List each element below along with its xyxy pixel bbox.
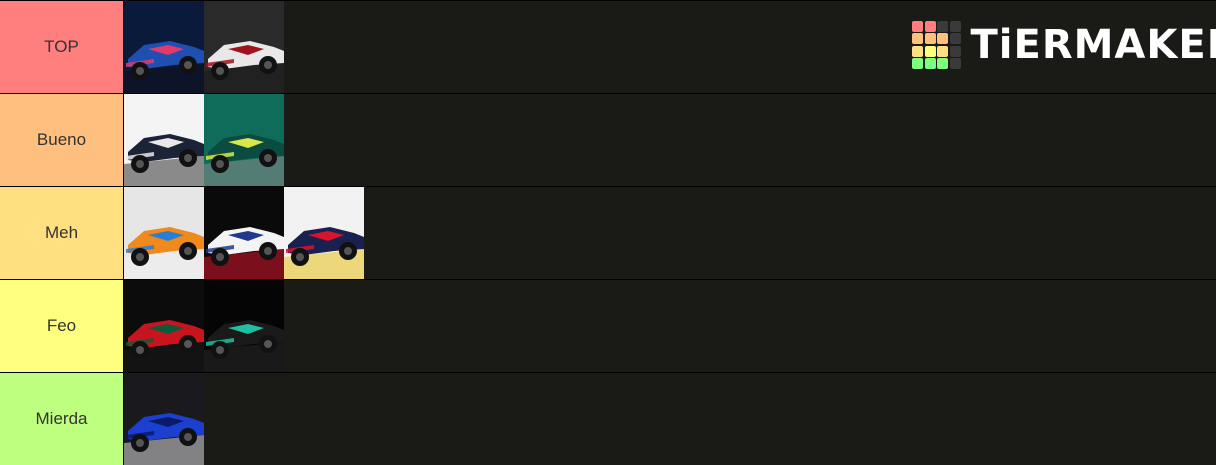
logo-grid-cell: [937, 33, 948, 45]
tier-label[interactable]: Mierda: [0, 373, 124, 465]
tier-label[interactable]: Bueno: [0, 94, 124, 186]
car-aston-martin-image[interactable]: [204, 94, 284, 186]
tier-label[interactable]: Meh: [0, 187, 124, 279]
tier-items: [124, 94, 1216, 186]
car-alpine-image[interactable]: [124, 1, 204, 93]
f1-car-icon: [204, 280, 284, 372]
car-mclaren-image[interactable]: [124, 187, 204, 279]
f1-car-icon: [204, 187, 284, 279]
car-alfa-romeo-image[interactable]: [204, 1, 284, 93]
tiermaker-logo: TiERMAKER: [912, 20, 1216, 70]
logo-grid-cell: [912, 45, 923, 57]
f1-car-icon: [204, 1, 284, 93]
logo-grid-cell: [937, 20, 948, 32]
logo-grid-cell: [912, 20, 923, 32]
car-alphatauri-image[interactable]: [124, 94, 204, 186]
logo-grid-cell: [949, 20, 961, 32]
logo-grid-cell: [924, 33, 936, 45]
car-mercedes-image[interactable]: [204, 280, 284, 372]
car-williams-image[interactable]: [124, 373, 204, 465]
f1-car-icon: [124, 94, 204, 186]
logo-grid-cell: [949, 45, 961, 57]
tier-label[interactable]: Feo: [0, 280, 124, 372]
tier-row: Meh: [0, 187, 1216, 279]
tier-row: Bueno: [0, 94, 1216, 186]
logo-grid-cell: [937, 45, 948, 57]
car-ferrari-image[interactable]: [124, 280, 204, 372]
car-haas-image[interactable]: [204, 187, 284, 279]
logo-wordmark: TiERMAKER: [970, 22, 1216, 68]
f1-car-icon: [204, 94, 284, 186]
tier-items: [124, 187, 1216, 279]
tier-row: Feo: [0, 280, 1216, 372]
f1-car-icon: [124, 187, 204, 279]
f1-car-icon: [124, 1, 204, 93]
tier-row: Mierda: [0, 373, 1216, 465]
tier-row: TOP: [0, 1, 1216, 93]
logo-grid-cell: [924, 45, 936, 57]
logo-grid-icon: [912, 20, 961, 70]
logo-grid-cell: [937, 58, 948, 70]
tier-items: [124, 373, 1216, 465]
tier-label[interactable]: TOP: [0, 1, 124, 93]
logo-grid-cell: [912, 58, 923, 70]
tier-items: [124, 280, 1216, 372]
logo-grid-cell: [924, 20, 936, 32]
f1-car-icon: [124, 373, 204, 465]
logo-grid-cell: [924, 58, 936, 70]
tier-items: [124, 1, 1216, 93]
f1-car-icon: [284, 187, 364, 279]
car-red-bull-image[interactable]: [284, 187, 364, 279]
f1-car-icon: [124, 280, 204, 372]
logo-grid-cell: [949, 58, 961, 70]
logo-grid-cell: [949, 33, 961, 45]
logo-grid-cell: [912, 33, 923, 45]
